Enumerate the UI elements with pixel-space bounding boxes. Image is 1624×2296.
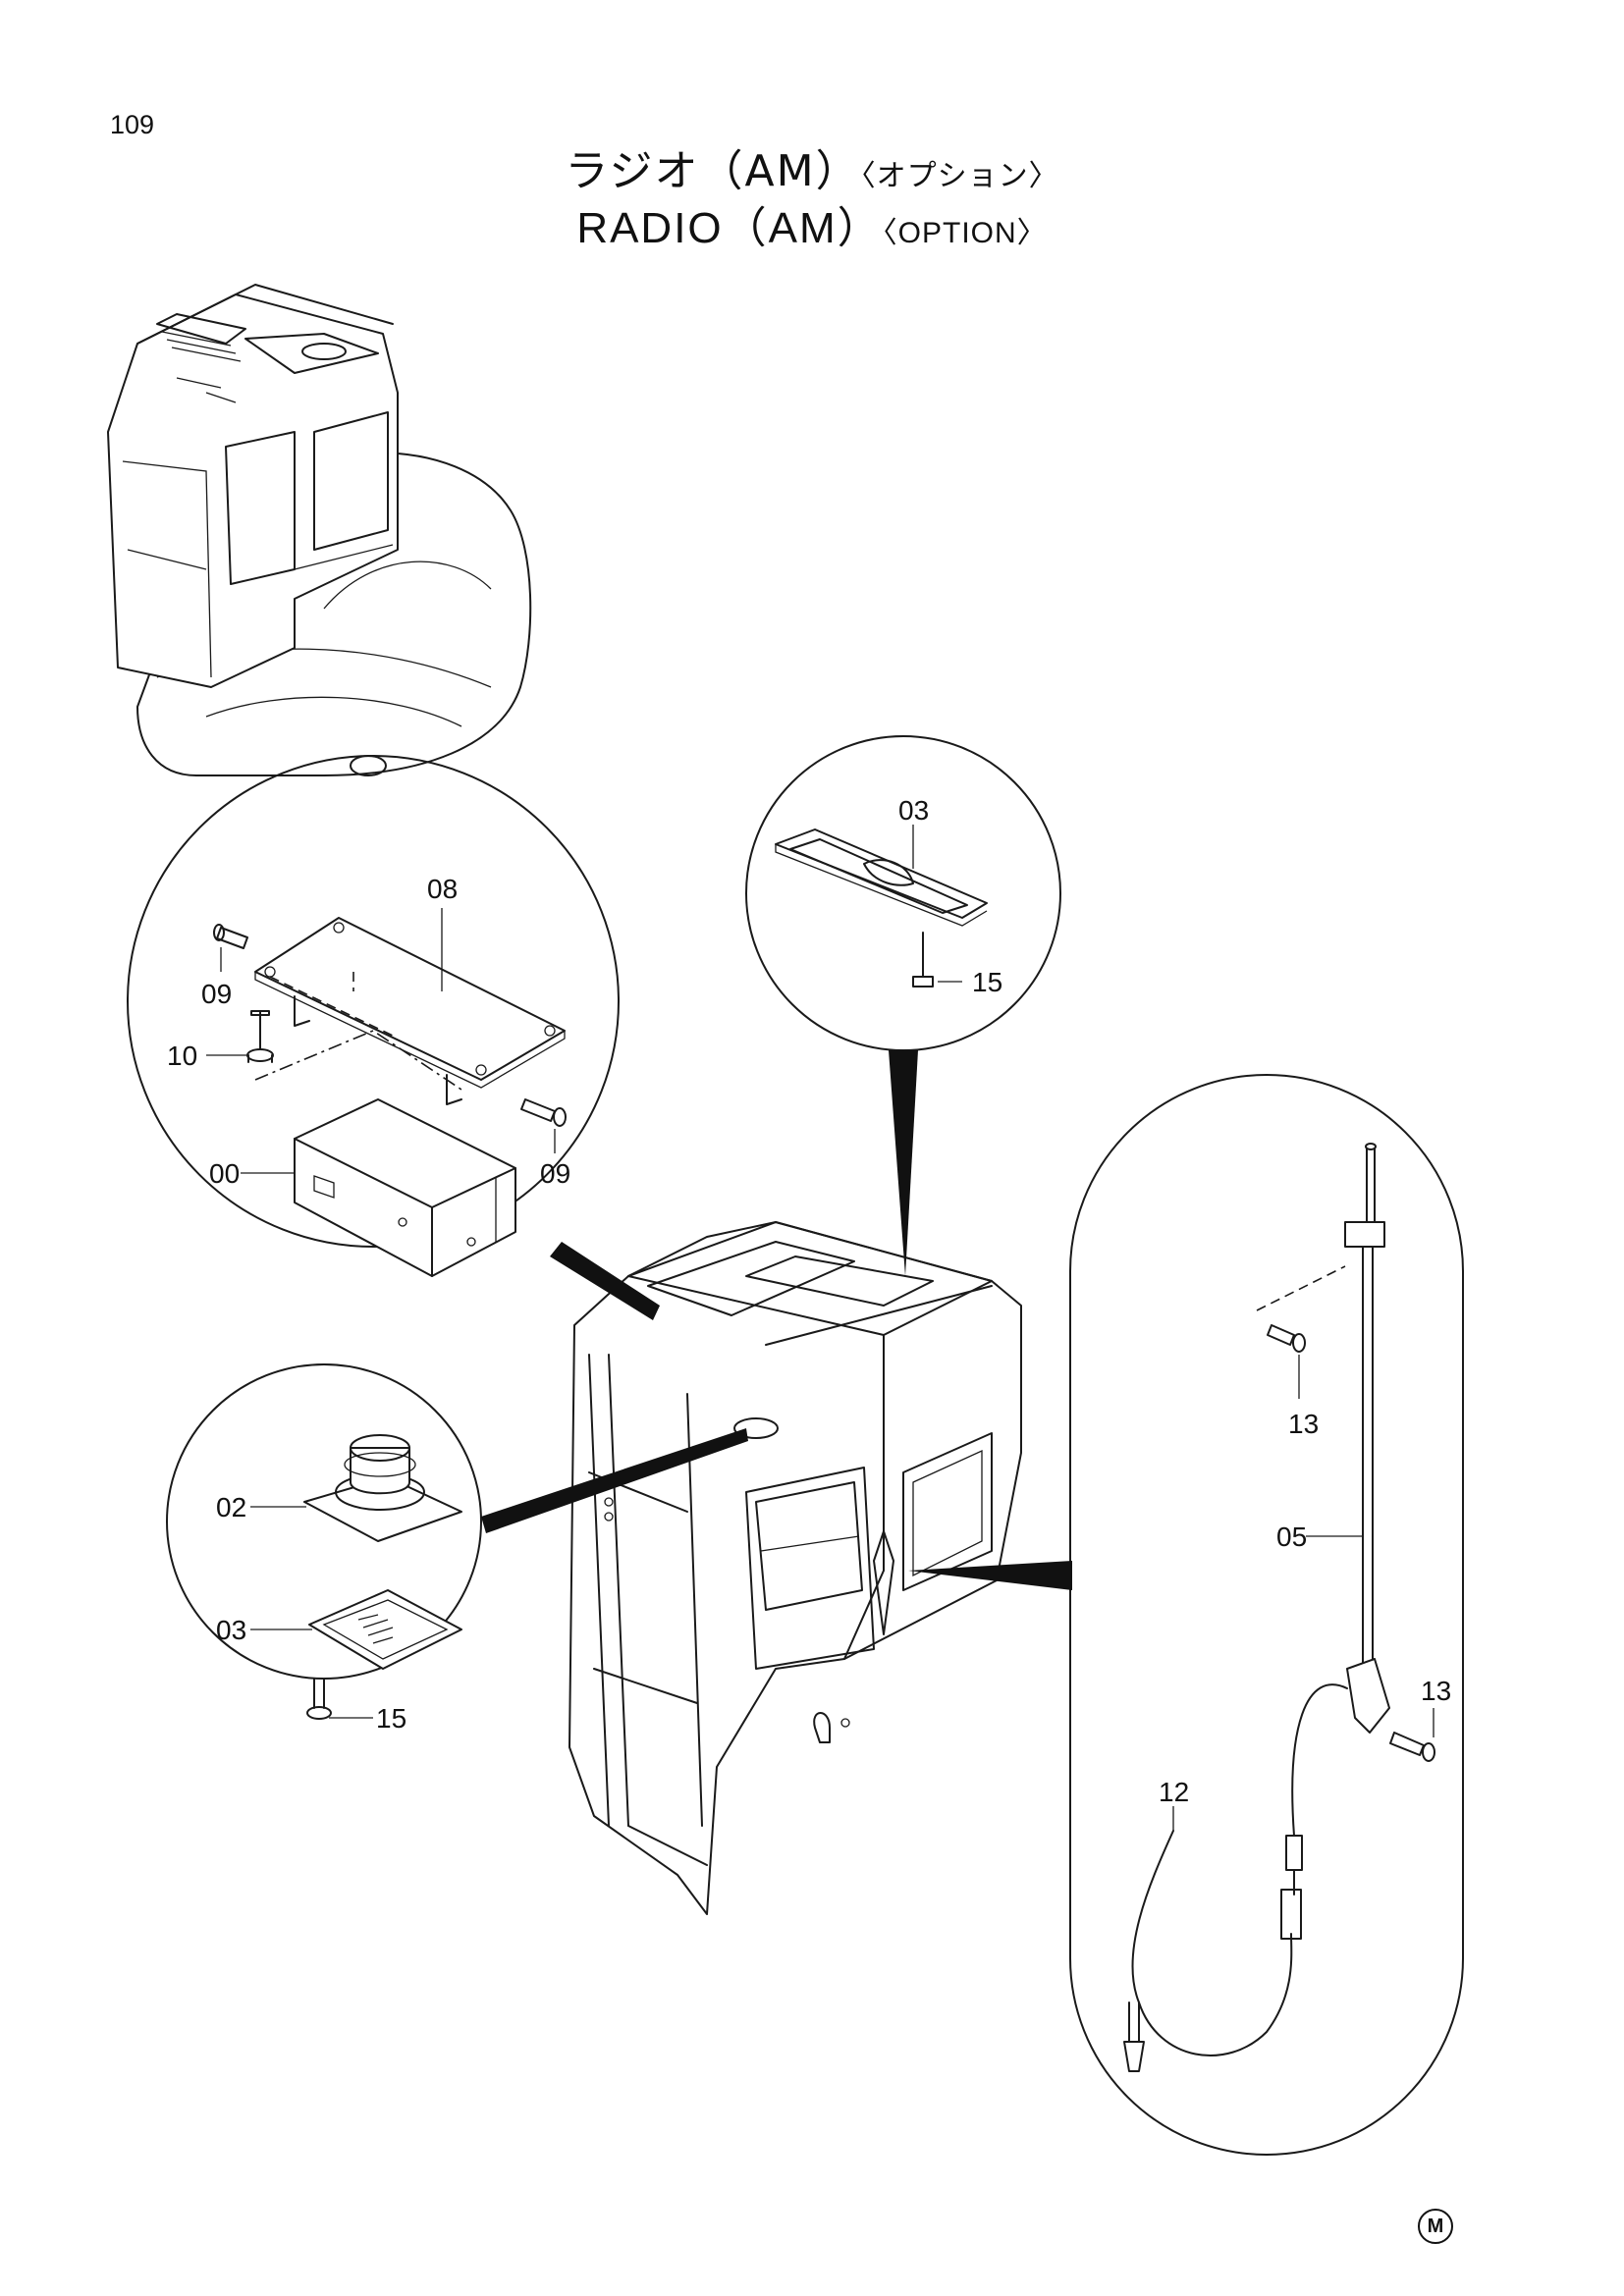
speaker-detail (166, 1363, 482, 1720)
pointer-antenna (908, 1561, 1072, 1590)
callout-12: 12 (1159, 1777, 1189, 1807)
pointer-speaker (481, 1428, 748, 1533)
title-english: RADIO（AM）〈OPTION〉 (0, 192, 1624, 255)
radio-unit-detail (127, 755, 620, 1277)
callout-03-speaker: 03 (216, 1615, 246, 1645)
top-cover-detail (745, 735, 1061, 1051)
manufacturer-mark: M (1418, 2209, 1453, 2244)
title-japanese: ラジオ（AM）〈オプション〉 (0, 135, 1624, 198)
callout-10: 10 (167, 1041, 197, 1071)
pointer-radio-unit (550, 1242, 660, 1320)
callout-15-top: 15 (972, 967, 1002, 997)
callout-13-lower: 13 (1421, 1676, 1451, 1706)
title-jp-main: ラジオ（AM） (565, 146, 861, 196)
callout-09-lower: 09 (540, 1158, 570, 1189)
antenna-detail (1069, 1074, 1464, 2156)
title-jp-note: 〈オプション〉 (860, 159, 1059, 193)
title-en-main: RADIO（AM） (576, 204, 883, 252)
callout-15-speaker: 15 (376, 1703, 406, 1734)
page-number: 109 (110, 110, 155, 139)
callout-00: 00 (209, 1158, 240, 1189)
callout-09-upper: 09 (201, 979, 232, 1009)
pointer-top-cover (889, 1050, 918, 1276)
title-en-note: 〈OPTION〉 (882, 217, 1048, 249)
callout-03-top: 03 (898, 795, 929, 826)
cab-frame-illustration (568, 1221, 1022, 1915)
callout-02: 02 (216, 1492, 246, 1522)
callout-05: 05 (1276, 1522, 1307, 1552)
callout-13-upper: 13 (1288, 1409, 1319, 1439)
callout-08: 08 (427, 874, 458, 904)
machine-overview-illustration (107, 284, 532, 776)
